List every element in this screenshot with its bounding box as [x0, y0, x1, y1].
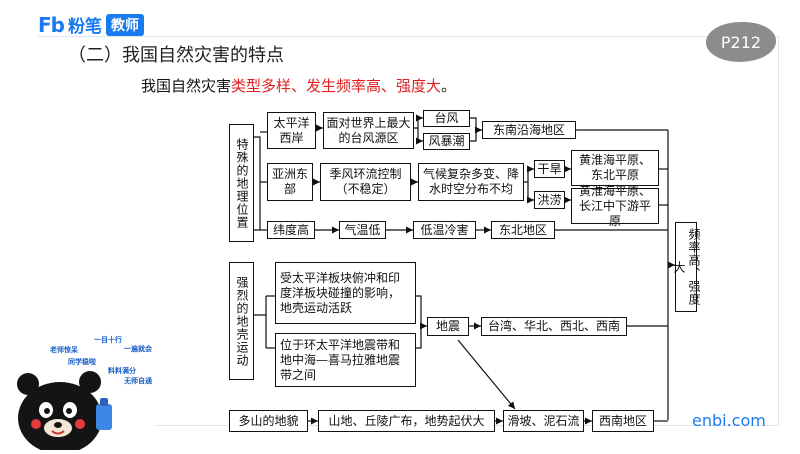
mascot-tag-5: 料料满分 [108, 367, 136, 375]
box-yangtze-plains: 黄淮海平原、长江中下游平原 [571, 184, 659, 228]
summary-suffix: 。 [441, 77, 457, 95]
logo-brand-name: 粉笔 [67, 17, 102, 37]
summary-highlight: 类型多样、发生频率高、强度大 [231, 77, 442, 95]
box-crust-activity: 强烈的地壳运动 [229, 262, 254, 380]
box-flood: 洪涝 [534, 191, 565, 209]
mascot-tag-3: 同学稳啦 [68, 358, 96, 366]
box-earthquake: 地震 [427, 317, 469, 336]
box-quake-regions: 台湾、华北、西北、西南 [481, 317, 627, 336]
summary-sentence: 我国自然灾害类型多样、发生频率高、强度大。 [141, 75, 456, 96]
box-northeast: 东北地区 [491, 221, 555, 239]
box-terrain: 山地、丘陵广布，地势起伏大 [318, 410, 495, 432]
mascot-tag-2: 一目十行 [94, 336, 122, 344]
box-east-asia: 亚洲东部 [267, 163, 313, 201]
mascot-tag-4: 一遍就会 [124, 345, 152, 353]
section-title: （二）我国自然灾害的特点 [68, 45, 284, 66]
summary-prefix: 我国自然灾害 [141, 77, 232, 95]
box-typhoon-source: 面对世界上最大的台风源区 [323, 112, 414, 149]
mascot-tag-6: 无师自通 [124, 377, 152, 385]
box-cold-damage: 低温冷害 [413, 221, 476, 239]
box-monsoon: 季风环流控制（不稳定） [320, 163, 411, 201]
label-crust-activity: 强烈的地壳运动 [235, 275, 249, 367]
label-special-location: 特殊的地理位置 [235, 137, 249, 229]
box-special-location: 特殊的地理位置 [229, 124, 254, 242]
box-pacific-west: 太平洋西岸 [267, 112, 316, 149]
page-number-badge: P212 [706, 22, 776, 62]
box-plate-collision: 受太平洋板块俯冲和印度洋板块碰撞的影响，地壳运动活跃 [275, 262, 416, 324]
label-frequency-intensity: 频率高、强度大 [672, 228, 701, 306]
watermark-url: enbi.com [692, 411, 766, 430]
box-north-plains: 黄淮海平原、东北平原 [571, 150, 659, 186]
box-climate-variable: 气候复杂多变、降水时空分布不均 [418, 163, 524, 201]
logo-mark: Fb [38, 12, 65, 37]
box-frequency-intensity: 频率高、强度大 [672, 222, 701, 312]
logo-teacher-badge: 教师 [105, 13, 144, 36]
box-southeast-coast: 东南沿海地区 [482, 121, 576, 139]
box-landslide: 滑坡、泥石流 [503, 410, 584, 432]
bear-mascot: 老师惊呆 一目十行 同学稳啦 一遍就会 料料满分 无师自通 [8, 330, 158, 454]
box-drought: 干旱 [534, 160, 565, 178]
box-typhoon: 台风 [423, 110, 470, 127]
header-divider [38, 36, 778, 37]
mascot-tag-1: 老师惊呆 [50, 346, 78, 354]
box-high-latitude: 纬度高 [267, 221, 315, 239]
box-southwest: 西南地区 [592, 410, 654, 432]
box-low-temperature: 气温低 [339, 221, 386, 239]
box-seismic-belts: 位于环太平洋地震带和地中海—喜马拉雅地震带之间 [275, 333, 416, 387]
right-divider [778, 36, 779, 426]
bear-illustration [17, 371, 112, 454]
brand-logo: Fb 粉笔 教师 [38, 12, 144, 37]
box-mountainous: 多山的地貌 [229, 410, 308, 432]
box-storm-surge: 风暴潮 [423, 133, 470, 150]
